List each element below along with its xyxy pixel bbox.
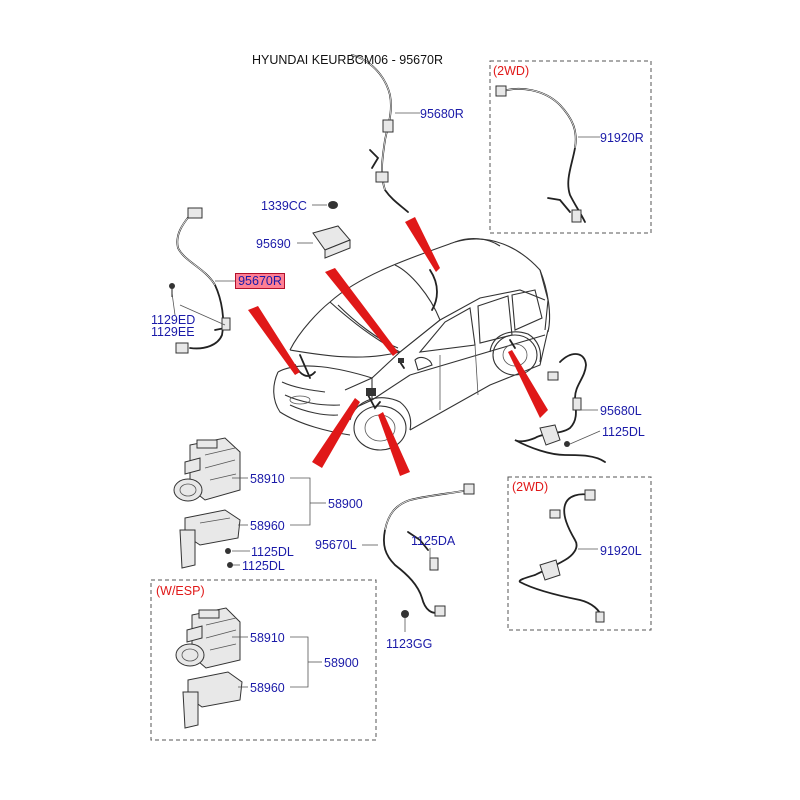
part-label-91920L[interactable]: 91920L (600, 544, 642, 558)
sensor-95680R-art (351, 54, 420, 213)
variant-label-w-esp: (W/ESP) (156, 584, 205, 598)
wire-91920R-art (495, 85, 600, 223)
part-label-58960[interactable]: 58960 (250, 519, 285, 533)
part-label-1123GG[interactable]: 1123GG (386, 637, 433, 651)
part-label-1129EE[interactable]: 1129EE (151, 325, 195, 339)
part-label-58910[interactable]: 58910 (250, 472, 285, 486)
hcu-assembly-art (173, 437, 326, 569)
highlighted-part-95670R[interactable]: 95670R (235, 273, 285, 289)
box-2wd-rear-right (489, 60, 652, 234)
part-label-1125DL-b[interactable]: 1125DL (242, 559, 285, 573)
part-label-95680L[interactable]: 95680L (600, 404, 642, 418)
part-label-1339CC[interactable]: 1339CC (261, 199, 307, 213)
esp-part-label-58960[interactable]: 58960 (250, 681, 285, 695)
part-label-95670L[interactable]: 95670L (315, 538, 357, 552)
part-label-1125DL-a[interactable]: 1125DL (251, 545, 294, 559)
callout-pointers (248, 217, 548, 476)
part-label-58900[interactable]: 58900 (328, 497, 363, 511)
box-w-esp (150, 579, 377, 741)
module-95690-art (297, 201, 351, 259)
part-label-95690[interactable]: 95690 (256, 237, 291, 251)
esp-part-label-58900[interactable]: 58900 (324, 656, 359, 670)
esp-hcu-assembly-art (175, 607, 322, 729)
part-label-95670R: 95670R (238, 274, 282, 288)
box-2wd-rear-left (507, 476, 652, 631)
part-label-1125DA[interactable]: 1125DA (411, 534, 456, 548)
sensor-95680L-art (514, 353, 606, 463)
part-label-1125DL-rear[interactable]: 1125DL (602, 425, 645, 439)
part-label-95680R[interactable]: 95680R (420, 107, 464, 121)
sensor-95670L-art (362, 483, 475, 632)
vehicle-illustration (273, 237, 551, 451)
variant-label-2wd-right: (2WD) (493, 64, 530, 78)
variant-label-2wd-left: (2WD) (512, 480, 549, 494)
part-label-1129ED[interactable]: 1129ED (151, 313, 196, 327)
diagram-title: HYUNDAI KEURBCM06 - 95670R (252, 53, 444, 67)
wire-91920L-art (518, 489, 605, 623)
part-label-91920R[interactable]: 91920R (600, 131, 644, 145)
sensor-95670R-art (169, 207, 235, 354)
esp-part-label-58910[interactable]: 58910 (250, 631, 285, 645)
